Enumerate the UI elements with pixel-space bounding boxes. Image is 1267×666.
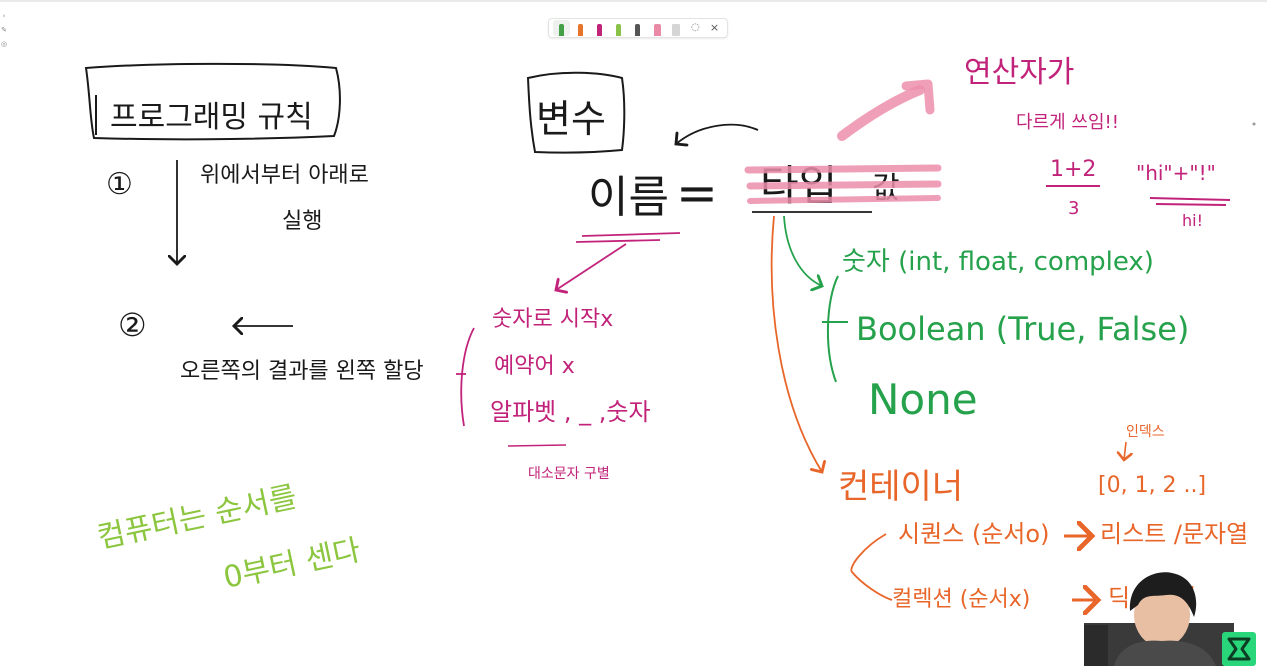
equation-name: 이름 xyxy=(588,172,669,223)
type-number: 숫자 (int, float, complex) xyxy=(842,247,1154,277)
pen-mode-icon[interactable]: ✎ xyxy=(1,26,7,34)
window-top-border xyxy=(0,0,1267,2)
name-rules-bracket xyxy=(460,327,475,427)
name-rules-arrow xyxy=(556,243,627,290)
name-rule-4: 대소문자 구별 xyxy=(528,466,610,482)
pen-toolbar: ◌ × xyxy=(548,18,728,38)
type-none: None xyxy=(868,375,978,424)
dark-pen-icon[interactable] xyxy=(629,20,646,36)
pink-highlighter-icon[interactable] xyxy=(649,20,666,36)
container-branch xyxy=(850,533,893,601)
name-underline-1 xyxy=(581,232,681,237)
green-pen-icon[interactable] xyxy=(553,20,571,36)
container-arrow xyxy=(770,215,822,472)
operator-expr-2-bar-2 xyxy=(1155,203,1227,206)
eraser-icon[interactable] xyxy=(668,20,685,36)
left-rail: ‹ ✎ ◎ xyxy=(0,10,8,66)
operator-subtitle: 다르게 쓰임!! xyxy=(1016,112,1119,133)
highlight-strike-2 xyxy=(746,180,942,190)
logo-mark-icon xyxy=(1227,637,1251,661)
rule-1-line-2: 실행 xyxy=(282,209,322,234)
light-green-pen-icon[interactable] xyxy=(610,20,627,36)
index-label: 인덱스 xyxy=(1126,424,1165,440)
operator-expr-2-bar-1 xyxy=(1149,197,1231,201)
rule-2-number: ② xyxy=(118,306,147,344)
sequence-text: 시퀀스 (순서o) xyxy=(898,520,1049,548)
highlight-arrow xyxy=(837,85,925,141)
type-bracket xyxy=(826,275,839,383)
operator-expr-2: "hi"+"!" xyxy=(1136,161,1216,185)
magenta-pen-icon[interactable] xyxy=(591,20,608,36)
lasso-icon[interactable]: ◌ xyxy=(690,22,700,33)
highlight-strike-1 xyxy=(744,164,942,174)
name-rule-2: 예약어 x xyxy=(494,354,575,379)
rules-title: 프로그래밍 규칙 xyxy=(110,100,313,135)
close-toolbar-button[interactable]: × xyxy=(709,21,720,34)
container-label: 컨테이너 xyxy=(838,467,963,507)
stray-dot xyxy=(1252,122,1256,126)
collapse-icon[interactable]: ‹ xyxy=(2,12,6,20)
index-arrow xyxy=(1124,441,1126,460)
highlight-arrow-head xyxy=(901,79,935,115)
name-rule-3-underline xyxy=(507,444,567,447)
index-sequence: [0, 1, 2 ..] xyxy=(1098,473,1206,498)
computer-note-line-2: 0부터 센다 xyxy=(220,533,363,596)
name-underline-2 xyxy=(575,239,661,243)
computer-note-line-1: 컴퓨터는 순서를 xyxy=(94,479,300,555)
rule-1-number: ① xyxy=(106,167,133,202)
rules-title-box xyxy=(84,62,341,141)
collection-text: 컬렉션 (순서x) xyxy=(892,587,1030,612)
variable-title-box xyxy=(526,71,626,154)
name-rule-1: 숫자로 시작x xyxy=(492,307,613,332)
rule-1-line-1: 위에서부터 아래로 xyxy=(200,163,369,188)
rule-2-text: 오른쪽의 결과를 왼쪽 할당 xyxy=(180,359,424,384)
settings-icon[interactable]: ◎ xyxy=(0,40,8,48)
operator-title: 연산자가 xyxy=(964,55,1074,90)
operator-result-2: hi! xyxy=(1182,211,1203,230)
assign-arrow xyxy=(676,123,759,144)
equation-equals: = xyxy=(676,164,718,222)
type-arrow xyxy=(783,215,822,286)
highlight-strike-3 xyxy=(747,195,941,204)
sequence-examples: 리스트 /문자열 xyxy=(1100,520,1248,548)
orange-pen-icon[interactable] xyxy=(572,20,589,36)
name-rule-3: 알파벳 , _ ,숫자 xyxy=(490,398,651,426)
channel-logo xyxy=(1222,632,1256,666)
presenter-webcam xyxy=(1084,565,1234,666)
variable-title: 변수 xyxy=(536,97,606,141)
operator-result-1: 3 xyxy=(1068,198,1079,219)
type-boolean: Boolean (True, False) xyxy=(856,310,1189,348)
operator-expr-1: 1+2 xyxy=(1050,157,1096,182)
